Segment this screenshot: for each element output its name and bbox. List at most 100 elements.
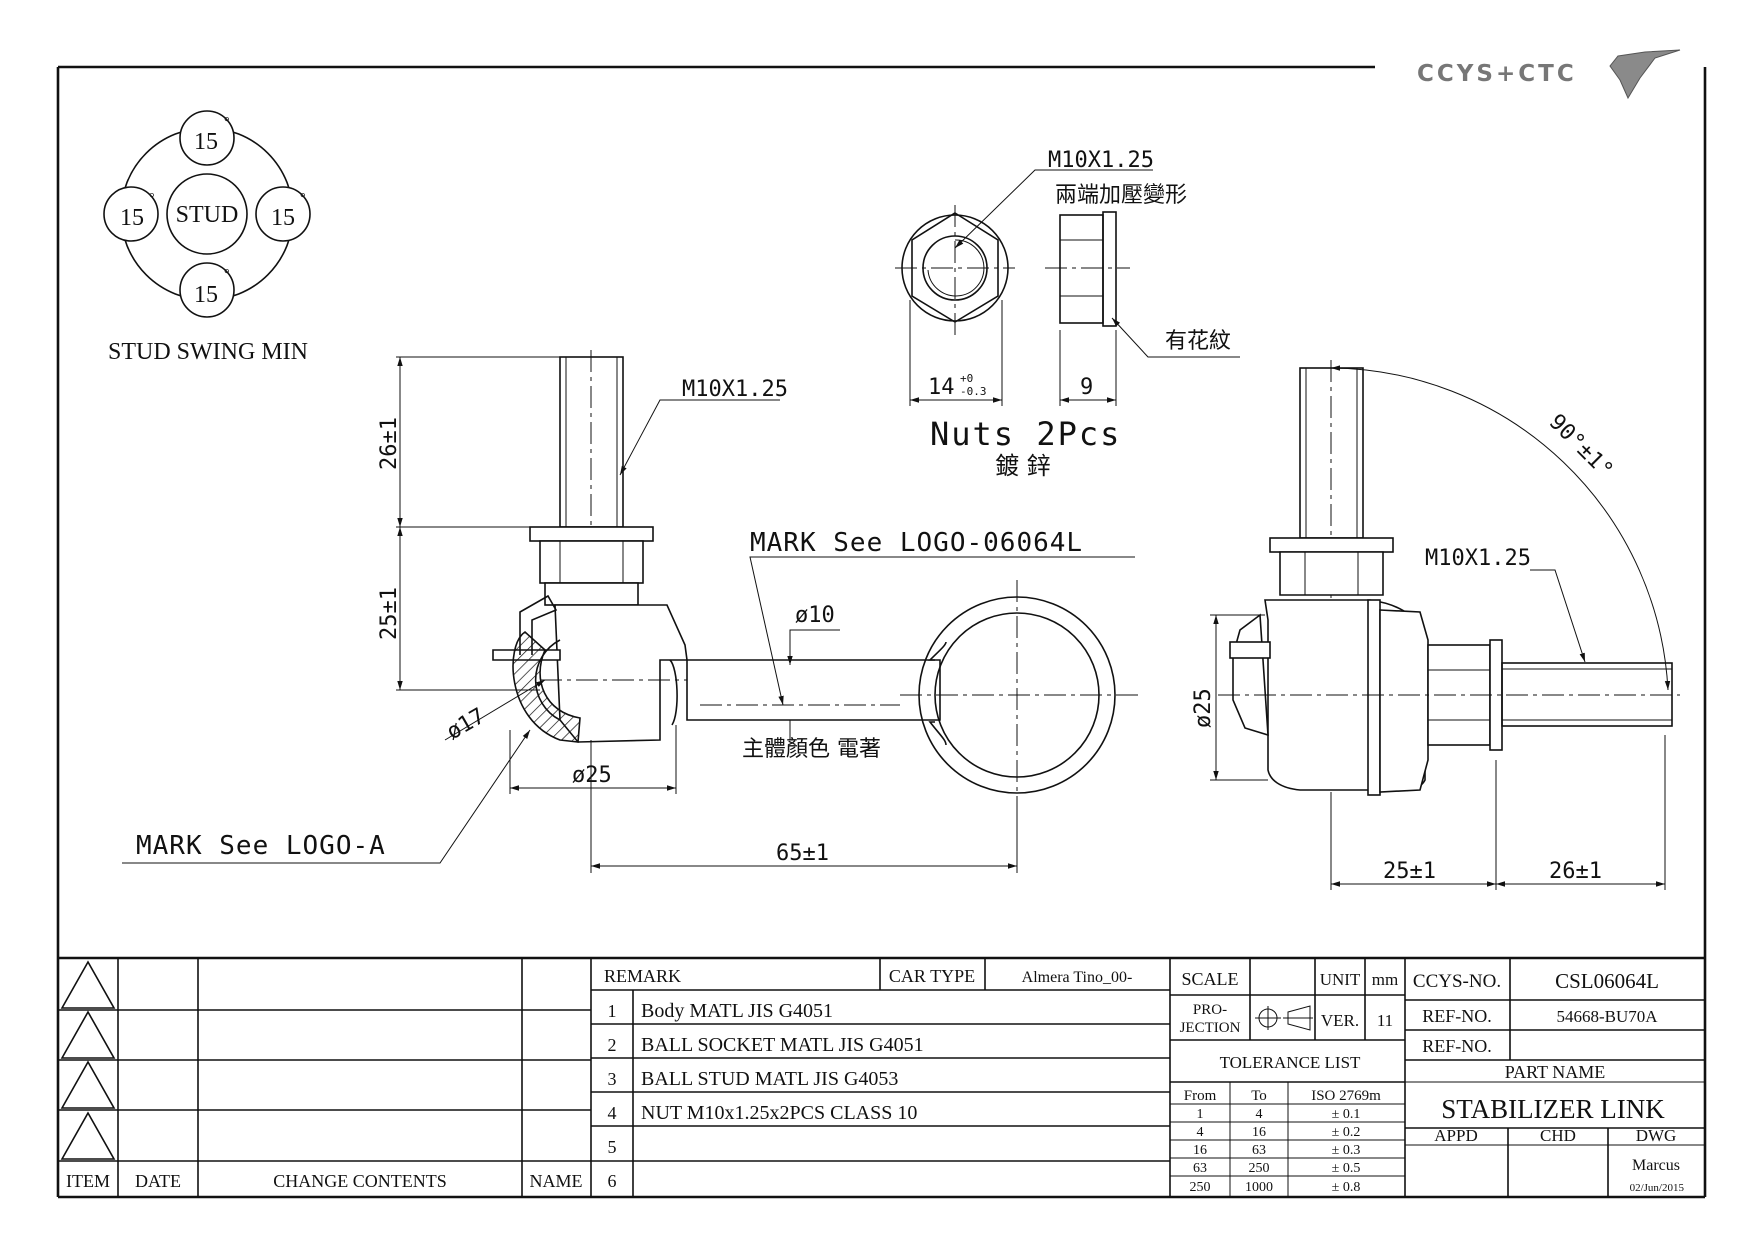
ref-no-label-2: REF-NO. <box>1422 1036 1492 1056</box>
remark-row-2-no: 2 <box>608 1035 617 1055</box>
remark-row-3-no: 3 <box>608 1069 617 1089</box>
nut-deform-note: 兩端加壓變形 <box>1055 183 1187 208</box>
tol-row-2-from: 4 <box>1197 1125 1204 1140</box>
remark-block: REMARK CAR TYPE Almera Tino_00- 1 Body M… <box>604 966 1132 1191</box>
front-ball-dia-dim: ø17 <box>443 704 490 746</box>
stud-center-label: STUD <box>176 202 239 228</box>
ver-label: VER. <box>1321 1011 1359 1030</box>
nut-thickness-dim: 9 <box>1080 375 1093 400</box>
nuts-qty-label: Nuts 2Pcs <box>930 415 1121 453</box>
degree-mark-right: ° <box>300 191 306 206</box>
title-block-frame <box>58 956 1705 1197</box>
tol-row-3-from: 16 <box>1193 1143 1207 1158</box>
nut-knurl-note: 有花紋 <box>1165 329 1231 354</box>
ccys-no-value: CSL06064L <box>1555 969 1659 993</box>
tol-header-iso: ISO 2769m <box>1311 1088 1381 1104</box>
remark-row-6-no: 6 <box>608 1171 617 1191</box>
tol-header-to: To <box>1251 1088 1267 1104</box>
swing-angle-top: 15 <box>194 129 218 155</box>
rev-header-change: CHANGE CONTENTS <box>273 1171 447 1191</box>
mark-logo-main: MARK See LOGO-06064L <box>750 528 1083 558</box>
stud-swing-diagram: STUD 15 15 15 15 ° ° ° ° STUD SWING MIN <box>103 110 311 365</box>
car-type-value: Almera Tino_00- <box>1022 969 1133 986</box>
remark-row-4-text: NUT M10x1.25x2PCS CLASS 10 <box>641 1102 917 1124</box>
rev-header-item: ITEM <box>66 1171 110 1191</box>
side-view: 90°±1° M10X1.25 ø25 25±1 26±1 <box>1191 360 1680 890</box>
body-color-note: 主體顏色 電著 <box>742 737 881 762</box>
projection-symbol-icon <box>1255 1005 1313 1031</box>
remark-label: REMARK <box>604 966 681 986</box>
side-thread-label: M10X1.25 <box>1425 546 1531 571</box>
mark-logo-a: MARK See LOGO-A <box>136 831 386 861</box>
company-logo: CCYS+CTC <box>1417 49 1681 100</box>
tol-row-4-from: 63 <box>1193 1161 1207 1176</box>
tol-row-1-to: 4 <box>1256 1107 1263 1122</box>
tol-row-4-to: 250 <box>1249 1161 1270 1176</box>
front-body-height-dim: 25±1 <box>377 587 402 640</box>
tol-row-5-iso: ± 0.8 <box>1332 1180 1361 1195</box>
stud-swing-caption: STUD SWING MIN <box>108 339 308 365</box>
front-socket-dia-dim: ø25 <box>572 763 612 788</box>
unit-value: mm <box>1372 970 1398 989</box>
tol-row-1-from: 1 <box>1197 1107 1204 1122</box>
unit-label: UNIT <box>1320 970 1361 989</box>
remark-row-5-no: 5 <box>608 1137 617 1157</box>
ref-no-value: 54668-BU70A <box>1556 1007 1658 1026</box>
dwg-label: DWG <box>1636 1126 1677 1145</box>
side-body-dim: 25±1 <box>1383 859 1436 884</box>
remark-row-3-text: BALL STUD MATL JIS G4053 <box>641 1068 898 1090</box>
tol-header-from: From <box>1184 1088 1217 1104</box>
revision-block: ITEM DATE CHANGE CONTENTS NAME <box>66 1171 583 1191</box>
front-view: 26±1 25±1 M10X1.25 ø17 ø25 ø10 65±1 MARK… <box>122 350 1140 873</box>
sheet-border <box>56 65 1707 1199</box>
nut-width-tol-upper: +0 <box>960 372 973 385</box>
projection-label-2: JECTION <box>1180 1020 1241 1036</box>
remark-row-1-text: Body MATL JIS G4051 <box>641 1000 833 1022</box>
ccys-no-label: CCYS-NO. <box>1413 971 1501 992</box>
logo-text: CCYS+CTC <box>1417 61 1577 87</box>
scale-block: SCALE UNIT mm PRO- JECTION VER. 11 TOLER… <box>1180 969 1399 1195</box>
remark-row-4-no: 4 <box>608 1103 617 1123</box>
tol-row-2-to: 16 <box>1252 1125 1266 1140</box>
swing-angle-right: 15 <box>271 205 295 231</box>
front-rod-dia-dim: ø10 <box>795 603 835 628</box>
remark-row-2-text: BALL SOCKET MATL JIS G4051 <box>641 1034 924 1056</box>
appd-label: APPD <box>1434 1126 1477 1145</box>
rev-header-date: DATE <box>135 1171 181 1191</box>
rev-header-name: NAME <box>530 1171 583 1191</box>
ref-no-label: REF-NO. <box>1422 1006 1492 1026</box>
nut-views: M10X1.25 兩端加壓變形 有花紋 14 +0 -0.3 9 Nuts 2P… <box>895 148 1240 480</box>
ver-value: 11 <box>1377 1011 1393 1030</box>
dwg-name: Marcus <box>1632 1157 1680 1174</box>
tolerance-title: TOLERANCE LIST <box>1220 1053 1361 1072</box>
swing-angle-left: 15 <box>120 205 144 231</box>
degree-mark-top: ° <box>224 115 230 130</box>
nut-width-dim: 14 <box>928 375 955 400</box>
logo-swoosh-icon <box>1609 49 1681 100</box>
part-name-value: STABILIZER LINK <box>1441 1094 1665 1124</box>
remark-row-1-no: 1 <box>608 1001 617 1021</box>
side-socket-dia-dim: ø25 <box>1191 688 1216 728</box>
nuts-finish-label: 鍍 鋅 <box>995 452 1051 480</box>
side-stud-dim: 26±1 <box>1549 859 1602 884</box>
tol-row-3-to: 63 <box>1252 1143 1266 1158</box>
front-stud-length-dim: 26±1 <box>377 417 402 470</box>
degree-mark-bottom: ° <box>224 267 230 282</box>
scale-label: SCALE <box>1181 969 1238 989</box>
tol-row-1-iso: ± 0.1 <box>1332 1107 1361 1122</box>
swing-angle-bottom: 15 <box>194 282 218 308</box>
projection-label-1: PRO- <box>1193 1002 1227 1018</box>
tol-row-5-to: 1000 <box>1245 1180 1273 1195</box>
nut-thread-label: M10X1.25 <box>1048 148 1154 173</box>
degree-mark-left: ° <box>149 191 155 206</box>
front-thread-label: M10X1.25 <box>682 377 788 402</box>
side-angle-label: 90°±1° <box>1544 410 1618 484</box>
part-name-label: PART NAME <box>1505 1062 1605 1082</box>
front-center-distance-dim: 65±1 <box>776 841 829 866</box>
car-type-label: CAR TYPE <box>889 966 975 986</box>
title-block: CCYS-NO. CSL06064L REF-NO. 54668-BU70A R… <box>1413 969 1685 1194</box>
tol-row-4-iso: ± 0.5 <box>1332 1161 1361 1176</box>
dwg-date: 02/Jun/2015 <box>1630 1182 1685 1194</box>
nut-width-tol-lower: -0.3 <box>960 385 987 398</box>
